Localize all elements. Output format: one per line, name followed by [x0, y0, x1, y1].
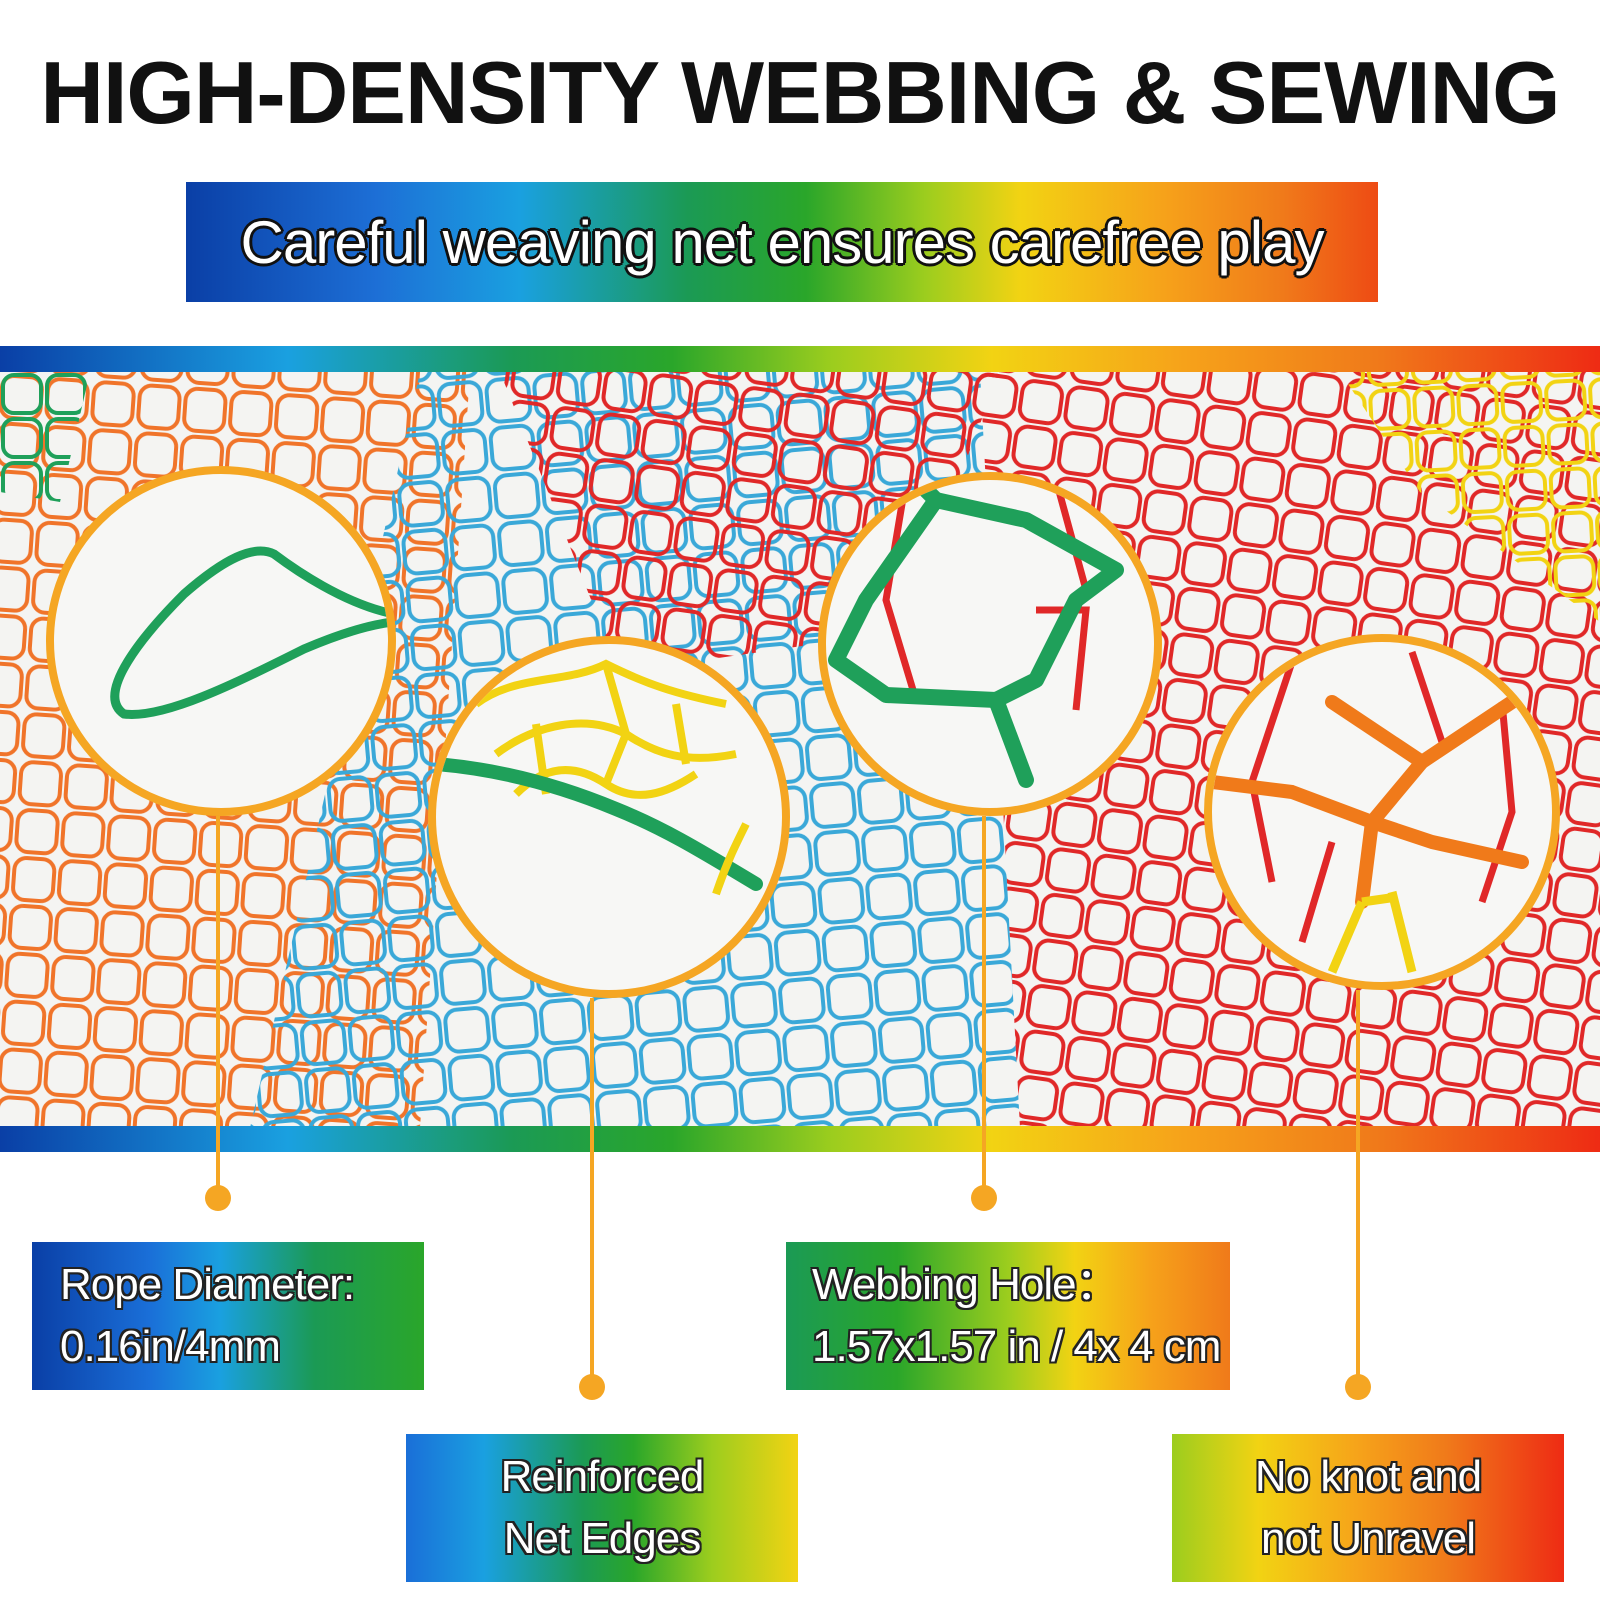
rope-diameter-label: Rope Diameter: 0.16in/4mm — [32, 1242, 424, 1390]
webbing-hole-label: Webbing Hole： 1.57x1.57 in / 4x 4 cm — [786, 1242, 1230, 1390]
webbing-hole-line2: 1.57x1.57 in / 4x 4 cm — [812, 1322, 1221, 1371]
reinforced-edges-line2: Net Edges — [503, 1514, 701, 1563]
bottom-rainbow-border — [0, 1126, 1600, 1152]
knot-closeup — [1212, 650, 1529, 974]
page-title: HIGH-DENSITY WEBBING & SEWING — [40, 43, 1560, 142]
webbing-hole-line1: Webbing Hole： — [812, 1260, 1120, 1309]
hole-callout-line — [982, 816, 986, 1192]
yellow-net-section — [1340, 372, 1600, 622]
rope-callout-dot — [205, 1185, 231, 1211]
rope-diameter-zoom-circle — [46, 466, 396, 816]
reinforced-edges-zoom-circle — [428, 636, 790, 998]
knot-callout-dot — [1345, 1374, 1371, 1400]
rope-callout-line — [216, 816, 220, 1192]
green-net-section — [0, 372, 90, 502]
no-knot-line2: not Unravel — [1260, 1514, 1476, 1563]
reinforced-edges-label: Reinforced Net Edges — [406, 1434, 798, 1582]
no-knot-label: No knot and not Unravel — [1172, 1434, 1564, 1582]
rope-diameter-line2: 0.16in/4mm — [60, 1322, 281, 1371]
knot-callout-line — [1356, 990, 1360, 1380]
hole-closeup — [828, 480, 1124, 788]
no-knot-zoom-circle — [1204, 634, 1560, 990]
edges-callout-dot — [579, 1374, 605, 1400]
top-rainbow-border — [0, 346, 1600, 372]
subtitle-text: Careful weaving net ensures carefree pla… — [240, 208, 1325, 276]
rope-diameter-line1: Rope Diameter: — [60, 1260, 355, 1309]
rope-loop-closeup — [110, 546, 388, 719]
hole-callout-dot — [971, 1185, 997, 1211]
edges-callout-line — [590, 998, 594, 1380]
subtitle-banner: Careful weaving net ensures carefree pla… — [186, 182, 1378, 302]
reinforced-edges-line1: Reinforced — [500, 1452, 705, 1501]
no-knot-line1: No knot and — [1254, 1452, 1482, 1501]
webbing-hole-zoom-circle — [818, 472, 1162, 816]
edge-closeup — [436, 659, 763, 896]
